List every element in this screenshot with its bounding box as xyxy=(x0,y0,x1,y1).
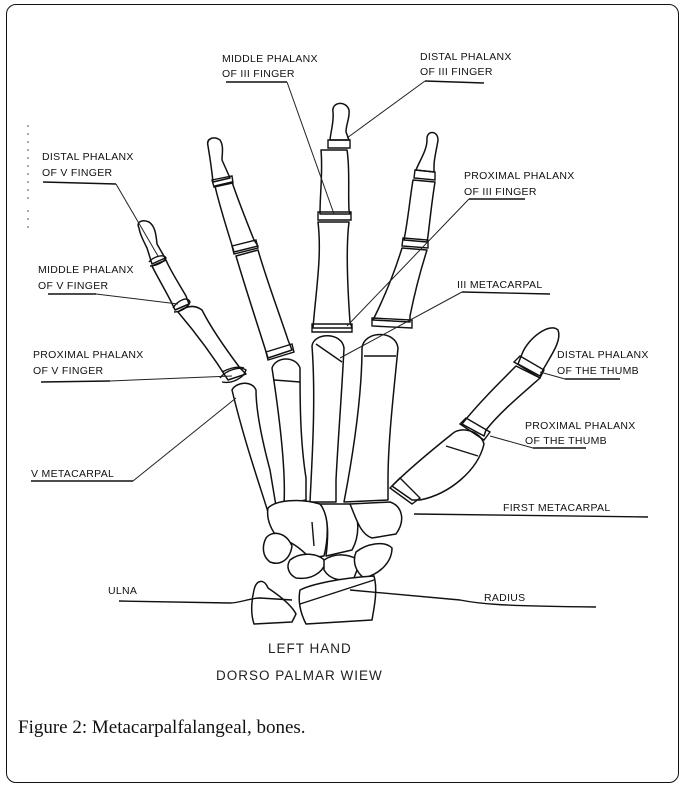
finger-v xyxy=(137,220,247,384)
distal-phalanx-ii-bone xyxy=(415,131,439,173)
iv-metacarpal-bone xyxy=(271,358,307,505)
radius-styloid xyxy=(299,579,375,605)
trapezoid-bone xyxy=(349,501,403,539)
joint-iii-2 xyxy=(317,211,352,221)
middle-phalanx-v-bone xyxy=(151,259,190,311)
joint-iii-1 xyxy=(327,139,351,149)
svg-text:ULNA: ULNA xyxy=(108,585,137,597)
proximal-phalanx-iii-bone xyxy=(312,221,353,329)
figure-caption-text: Metacarpalfalangeal, bones. xyxy=(87,717,306,738)
svg-text:FIRST METACARPAL: FIRST METACARPAL xyxy=(503,502,610,514)
svg-text:DISTAL PHALANX: DISTAL PHALANX xyxy=(557,349,649,361)
joint-iii-3 xyxy=(311,323,353,333)
joint-iv-2 xyxy=(231,239,259,255)
label-first-metacarpal: FIRST METACARPAL xyxy=(413,502,649,518)
scaphoid-bone xyxy=(353,542,393,579)
joint-v-2 xyxy=(172,298,191,313)
joint-thumb-base xyxy=(388,477,422,505)
svg-text:PROXIMAL PHALANX: PROXIMAL PHALANX xyxy=(33,349,144,361)
label-ulna: ULNA xyxy=(108,585,293,604)
svg-text:OF III FINGER: OF III FINGER xyxy=(222,68,295,80)
joint-thumb-1 xyxy=(512,355,545,379)
figure-caption: Figure 2: Metacarpalfalangeal, bones. xyxy=(18,717,306,739)
svg-text:OF III FINGER: OF III FINGER xyxy=(464,186,537,198)
v-metacarpal-bone xyxy=(231,382,277,513)
ulna-bone xyxy=(250,580,297,625)
finger-iv xyxy=(206,137,295,361)
proximal-phalanx-thumb-bone xyxy=(461,365,541,437)
distal-phalanx-iv-bone xyxy=(206,137,231,183)
forearm xyxy=(250,575,377,625)
joint-mc-iv xyxy=(273,379,301,383)
hand-skeleton-diagram: MIDDLE PHALANX OF III FINGER DISTAL PHAL… xyxy=(27,51,649,683)
svg-text:PROXIMAL PHALANX: PROXIMAL PHALANX xyxy=(464,170,575,182)
label-distal-phalanx-thumb: DISTAL PHALANX OF THE THUMB xyxy=(539,349,649,380)
label-middle-phalanx-v: MIDDLE PHALANX OF V FINGER xyxy=(38,264,179,305)
middle-phalanx-ii-bone xyxy=(403,179,436,243)
svg-text:MIDDLE PHALANX: MIDDLE PHALANX xyxy=(38,264,134,276)
label-distal-phalanx-v: DISTAL PHALANX OF V FINGER xyxy=(42,151,159,257)
proximal-phalanx-ii-bone xyxy=(372,247,428,323)
diagram-title-line1: LEFT HAND xyxy=(268,641,352,656)
svg-text:OF V FINGER: OF V FINGER xyxy=(33,365,104,377)
svg-text:III METACARPAL: III METACARPAL xyxy=(457,279,543,291)
proximal-phalanx-v-bone xyxy=(177,305,247,381)
svg-text:PROXIMAL PHALANX: PROXIMAL PHALANX xyxy=(525,420,636,432)
joint-iv-3 xyxy=(265,343,295,361)
triquetrum-bone xyxy=(287,553,327,580)
iii-metacarpal-bone xyxy=(309,335,345,503)
svg-text:DISTAL PHALANX: DISTAL PHALANX xyxy=(420,51,512,63)
svg-text:OF III FINGER: OF III FINGER xyxy=(420,66,493,78)
joint-ii-1 xyxy=(413,169,436,181)
svg-text:MIDDLE PHALANX: MIDDLE PHALANX xyxy=(222,53,318,65)
svg-text:OF V FINGER: OF V FINGER xyxy=(38,280,109,292)
svg-text:OF V FINGER: OF V FINGER xyxy=(42,167,113,179)
middle-phalanx-iii-bone xyxy=(319,149,351,215)
carpals xyxy=(262,499,403,581)
label-radius: RADIUS xyxy=(349,589,597,608)
svg-text:RADIUS: RADIUS xyxy=(484,592,525,604)
pisiform-bone xyxy=(262,532,293,564)
label-v-metacarpal: V METACARPAL xyxy=(31,397,237,482)
label-middle-phalanx-iii: MIDDLE PHALANX OF III FINGER xyxy=(222,53,335,215)
first-metacarpal-bone xyxy=(391,429,485,501)
distal-phalanx-thumb-bone xyxy=(517,327,560,377)
svg-text:OF THE THUMB: OF THE THUMB xyxy=(525,435,607,447)
joint-thumb-2 xyxy=(458,417,492,441)
svg-text:V METACARPAL: V METACARPAL xyxy=(31,468,114,480)
figure-frame xyxy=(6,4,679,783)
joint-ii-3 xyxy=(371,317,413,329)
joint-v-1 xyxy=(148,255,167,267)
metacarpals xyxy=(231,333,399,513)
figure-caption-label: Figure 2: xyxy=(18,717,88,738)
distal-phalanx-v-bone xyxy=(137,220,166,265)
diagram-title-line2: DORSO PALMAR WIEW xyxy=(216,668,383,683)
proximal-phalanx-iv-bone xyxy=(235,249,293,359)
label-iii-metacarpal: III METACARPAL xyxy=(339,279,551,359)
joint-ii-2 xyxy=(401,237,429,249)
radius-bone xyxy=(298,575,377,625)
carpal-ridge xyxy=(311,521,315,547)
joint-v-3 xyxy=(219,366,247,384)
thumb xyxy=(388,327,560,505)
joint-iv-1 xyxy=(211,175,234,188)
label-proximal-phalanx-v: PROXIMAL PHALANX OF V FINGER xyxy=(33,349,233,383)
svg-text:DISTAL PHALANX: DISTAL PHALANX xyxy=(42,151,134,163)
finger-ii xyxy=(371,131,439,329)
svg-text:OF THE THUMB: OF THE THUMB xyxy=(557,365,639,377)
distal-phalanx-iii-bone xyxy=(329,102,350,141)
joint-thumb-3 xyxy=(445,445,479,457)
finger-iii xyxy=(311,102,353,333)
label-proximal-phalanx-thumb: PROXIMAL PHALANX OF THE THUMB xyxy=(489,420,636,449)
joint-mc-iii xyxy=(315,343,343,363)
ii-metacarpal-bone xyxy=(343,333,399,503)
label-distal-phalanx-iii: DISTAL PHALANX OF III FINGER xyxy=(346,51,512,139)
label-proximal-phalanx-iii: PROXIMAL PHALANX OF III FINGER xyxy=(346,170,575,327)
